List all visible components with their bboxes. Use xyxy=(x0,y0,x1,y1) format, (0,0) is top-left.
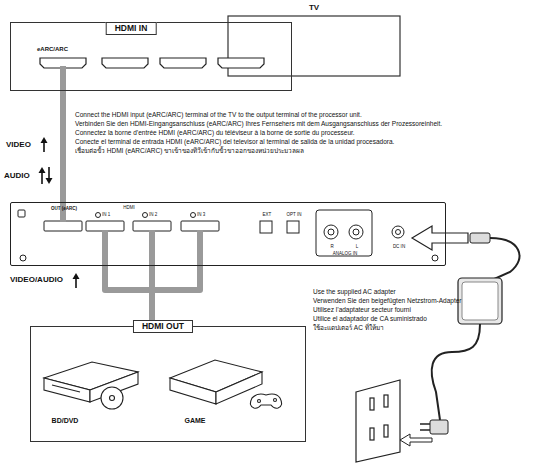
terminal-label: OPT IN xyxy=(287,213,302,218)
hdmi-cable xyxy=(105,266,200,326)
instruction-note: เชื่อมต่อขั้ว HDMI (eARC/ARC) ขาเข้าของท… xyxy=(75,147,304,154)
game-device: GAME xyxy=(161,351,287,437)
panel-heading: HDMI IN xyxy=(106,22,157,35)
hdmi-cables xyxy=(63,202,200,266)
terminal-label: ANALOG IN xyxy=(333,252,358,257)
hdmi-in-panel: HDMI IN eARC/ARC xyxy=(10,22,292,91)
wall-outlet xyxy=(356,380,400,462)
ac-adapter xyxy=(400,226,520,446)
hdmi-cable xyxy=(60,66,66,91)
instruction-note: ใช้อะแดปเตอร์ AC ที่ให้มา xyxy=(313,324,384,331)
terminal-label: L xyxy=(356,245,359,250)
terminal-label: DC IN xyxy=(393,245,405,250)
terminal-label: R xyxy=(330,245,333,250)
signal-label: VIDEO/AUDIO xyxy=(10,276,63,285)
instruction-note: Connectez la borne d’entrée HDMI (eARC/A… xyxy=(75,129,355,136)
instruction-note: Conecte el terminal de entrada HDMI (eAR… xyxy=(75,138,394,145)
terminal-label: HDMI xyxy=(123,206,135,211)
instruction-note: Verwenden Sie den beigefügten Netzstrom-… xyxy=(313,297,462,304)
signal-label: VIDEO xyxy=(6,141,31,150)
bd-dvd-device: BD/DVD xyxy=(41,351,149,437)
terminal-label: IN 3 xyxy=(197,213,205,218)
processor-unit: OUT (eARC) HDMI IN 1 IN 2 IN 3 EXT OPT IN R L ANA… xyxy=(10,202,446,266)
hdmi-out-panel: BD/DVDGAMEHDMI OUT xyxy=(30,326,306,442)
device-label: TV xyxy=(309,4,319,13)
device-label: eARC/ARC xyxy=(37,46,68,53)
instruction-note: Utilice el adaptador de CA suministrado xyxy=(313,315,427,322)
device-label: BD/DVD xyxy=(52,417,79,425)
hdmi-cable xyxy=(60,91,66,202)
hdmi-in-ports xyxy=(40,58,264,68)
terminal-label: IN 1 xyxy=(102,213,110,218)
processor-ports xyxy=(18,210,438,261)
instruction-note: Connect the HDMI input (eARC/ARC) termin… xyxy=(75,111,362,118)
instruction-note: Use the supplied AC adapter xyxy=(313,288,396,295)
instruction-note: Verbinden Sie den HDMI-Eingangsanschluss… xyxy=(75,120,442,127)
tv: TV xyxy=(225,3,403,79)
panel-heading: HDMI OUT xyxy=(133,320,193,333)
terminal-label: EXT xyxy=(263,213,272,218)
bd-dvd-player xyxy=(44,362,138,409)
game-console xyxy=(170,360,282,408)
terminal-label: IN 2 xyxy=(149,213,157,218)
device-label: GAME xyxy=(185,417,206,425)
instruction-note: Utilisez l’adaptateur secteur fourni xyxy=(313,306,411,313)
terminal-label: OUT (eARC) xyxy=(51,207,77,212)
signal-label: AUDIO xyxy=(4,172,30,181)
